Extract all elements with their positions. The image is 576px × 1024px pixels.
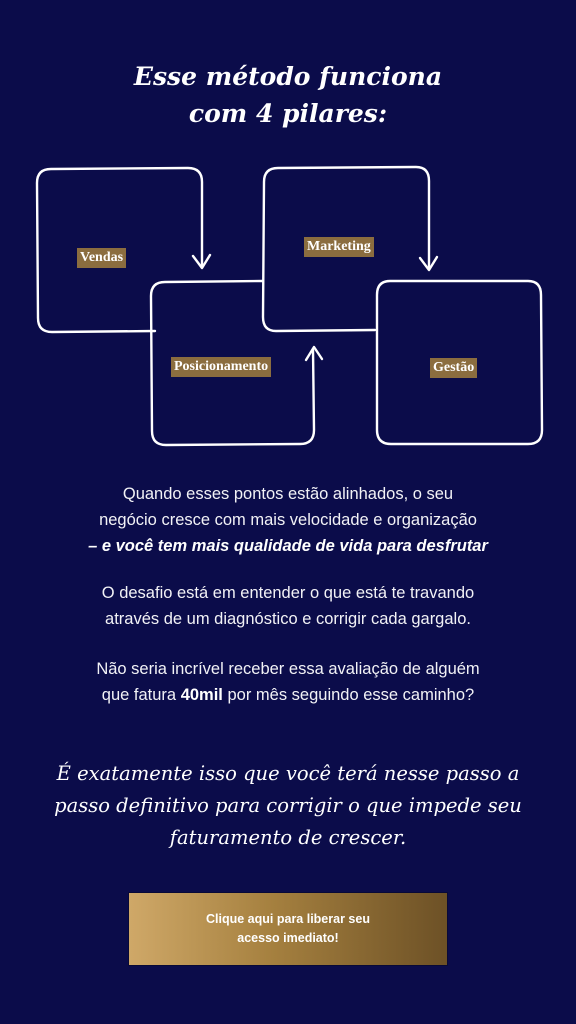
cta-line-1: Clique aqui para liberar seu [206,912,370,926]
page-title: Esse método funciona com 4 pilares: [0,58,576,132]
box-posicionamento [149,279,316,447]
arrow-down-icon [191,253,212,270]
closing-quote: É exatamente isso que você terá nesse pa… [40,758,536,854]
paragraph-line: Quando esses pontos estão alinhados, o s… [122,485,454,503]
paragraph-line: O desafio está em entender o que está te… [101,584,475,602]
title-line-1: Esse método funciona [133,62,443,91]
pillar-label-posicionamento: Posicionamento [171,357,272,377]
paragraph-evaluation: Não seria incrível receber essa avaliaçã… [40,656,536,708]
paragraph-line: Não seria incrível receber essa avaliaçã… [96,660,480,678]
cta-line-2: acesso imediato! [237,931,339,945]
paragraph-alignment: Quando esses pontos estão alinhados, o s… [40,481,536,559]
pillars-diagram [35,165,544,447]
box-marketing [261,165,431,333]
paragraph-emphasis: – e você tem mais qualidade de vida para… [88,537,488,555]
paragraph-challenge: O desafio está em entender o que está te… [40,580,536,632]
paragraph-line: negócio cresce com mais velocidade e org… [99,511,477,529]
title-line-2: com 4 pilares: [188,99,388,128]
arrow-up-icon [304,345,324,362]
pillar-label-vendas: Vendas [77,248,127,268]
box-vendas [35,166,204,334]
paragraph-line: através de um diagnóstico e corrigir cad… [105,610,471,628]
pillar-label-marketing: Marketing [304,237,374,257]
pillar-label-gestao: Gestão [430,358,478,378]
cta-button[interactable]: Clique aqui para liberar seu acesso imed… [129,893,447,965]
paragraph-line-end: por mês seguindo esse caminho? [222,686,475,704]
revenue-highlight: 40mil [180,686,223,704]
paragraph-line-start: que fatura [101,686,181,704]
arrow-down-icon [418,255,439,272]
quote-line: passo definitivo para corrigir o que imp… [54,794,522,817]
quote-line: faturamento de crescer. [169,826,407,849]
box-gestao [375,279,544,446]
quote-line: É exatamente isso que você terá nesse pa… [56,762,520,785]
